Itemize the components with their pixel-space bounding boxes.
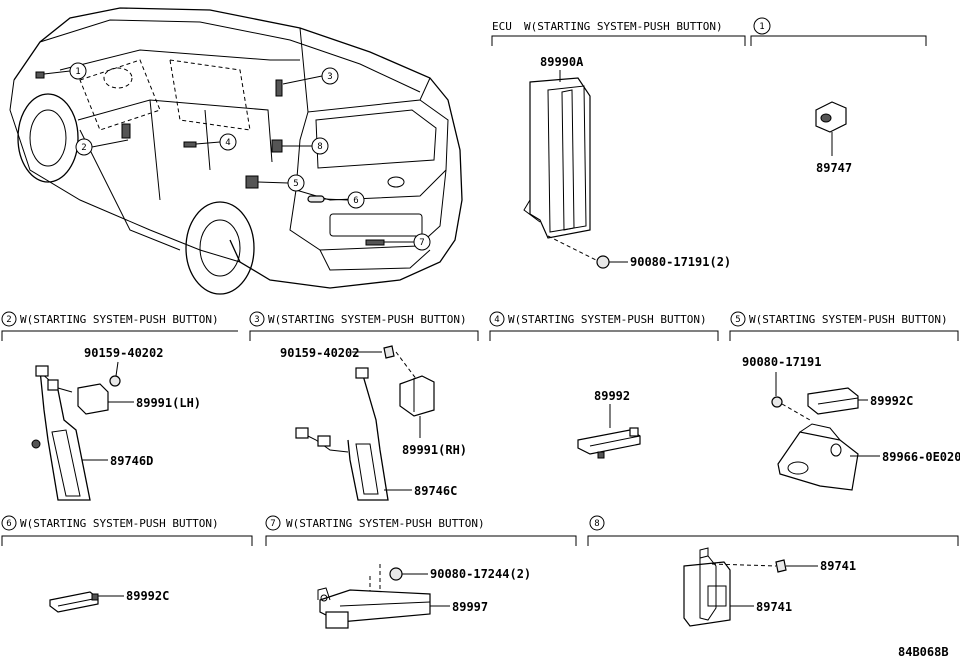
panel-6: 6 W(STARTING SYSTEM-PUSH BUTTON) 89992C	[1, 515, 219, 613]
svg-text:5: 5	[735, 315, 740, 325]
panel-ecu: ECU W(STARTING SYSTEM-PUSH BUTTON) 89990…	[491, 20, 746, 269]
svg-text:W(STARTING SYSTEM-PUSH BUTTON): W(STARTING SYSTEM-PUSH BUTTON)	[749, 313, 948, 326]
panel-1: 1 89747	[750, 17, 927, 175]
part-89992C-p6: 89992C	[126, 589, 169, 603]
callout-2: 2	[75, 138, 93, 156]
callout-5: 5	[287, 174, 305, 192]
part-90159-40202-lh: 90159-40202	[84, 346, 163, 360]
panel-5: 5 W(STARTING SYSTEM-PUSH BUTTON) 90080-1…	[730, 311, 960, 491]
svg-text:2: 2	[6, 315, 11, 325]
panel-8: 8 89741 89741 89741	[589, 515, 856, 627]
part-89992: 89992	[594, 389, 630, 403]
callout-7: 7	[413, 233, 431, 251]
svg-text:6: 6	[6, 519, 11, 529]
svg-text:W(STARTING SYSTEM-PUSH BUTTON): W(STARTING SYSTEM-PUSH BUTTON)	[20, 517, 219, 530]
part-89746D: 89746D	[110, 454, 153, 468]
part-90080-17191-2: 90080-17191(2)	[630, 255, 731, 269]
svg-text:2: 2	[81, 143, 86, 153]
part-89990A: 89990A	[540, 55, 584, 69]
panel-3: 3 W(STARTING SYSTEM-PUSH BUTTON) 90159-4…	[249, 311, 467, 501]
panel-4: 4 W(STARTING SYSTEM-PUSH BUTTON) 89992	[489, 311, 707, 459]
part-90080-17244-2: 90080-17244(2)	[430, 567, 531, 581]
svg-text:7: 7	[419, 238, 424, 248]
svg-text:W(STARTING SYSTEM-PUSH BUTTON): W(STARTING SYSTEM-PUSH BUTTON)	[268, 313, 467, 326]
part-89991-rh: 89991(RH)	[402, 443, 467, 457]
svg-text:5: 5	[293, 179, 298, 189]
ecu-label: ECU	[492, 20, 512, 33]
diagram-code: 84B068B	[898, 645, 949, 659]
callout-3: 3	[321, 67, 339, 85]
svg-text:1: 1	[75, 67, 80, 77]
part-89746C: 89746C	[414, 484, 457, 498]
callout-6: 6	[347, 191, 365, 209]
svg-text:W(STARTING SYSTEM-PUSH BUTTON): W(STARTING SYSTEM-PUSH BUTTON)	[286, 517, 485, 530]
part-89997: 89997	[452, 600, 488, 614]
vehicle-overview: 1 2 3 4 5 6 7 8	[9, 7, 463, 295]
part-89992C-p5: 89992C	[870, 394, 913, 408]
panel-7: 7 W(STARTING SYSTEM-PUSH BUTTON) 90080-1…	[265, 515, 531, 629]
svg-text:6: 6	[353, 196, 358, 206]
part-90159-40202-rh: 90159-40202	[280, 346, 359, 360]
part-89741-label: 89741	[756, 600, 792, 614]
part-90080-11545: 89741	[820, 559, 856, 573]
svg-text:8: 8	[317, 142, 322, 152]
part-90080-17191-p5: 90080-17191	[742, 355, 821, 369]
svg-text:W(STARTING SYSTEM-PUSH BUTTON): W(STARTING SYSTEM-PUSH BUTTON)	[508, 313, 707, 326]
callout-8: 8	[311, 137, 329, 155]
svg-text:W(STARTING SYSTEM-PUSH BUTTON): W(STARTING SYSTEM-PUSH BUTTON)	[20, 313, 219, 326]
svg-text:1: 1	[759, 22, 764, 32]
callout-4: 4	[219, 133, 237, 151]
svg-text:7: 7	[270, 519, 275, 529]
part-89991-lh: 89991(LH)	[136, 396, 201, 410]
svg-text:8: 8	[594, 519, 599, 529]
ecu-group-label: W(STARTING SYSTEM-PUSH BUTTON)	[524, 20, 723, 33]
callout-1: 1	[69, 62, 87, 80]
svg-text:4: 4	[494, 315, 499, 325]
part-89747: 89747	[816, 161, 852, 175]
panel-2: 2 W(STARTING SYSTEM-PUSH BUTTON) 90159-4…	[1, 311, 219, 501]
svg-text:4: 4	[225, 138, 230, 148]
svg-text:3: 3	[327, 72, 332, 82]
svg-text:3: 3	[254, 315, 259, 325]
part-89966-0E020: 89966-0E020	[882, 450, 960, 464]
